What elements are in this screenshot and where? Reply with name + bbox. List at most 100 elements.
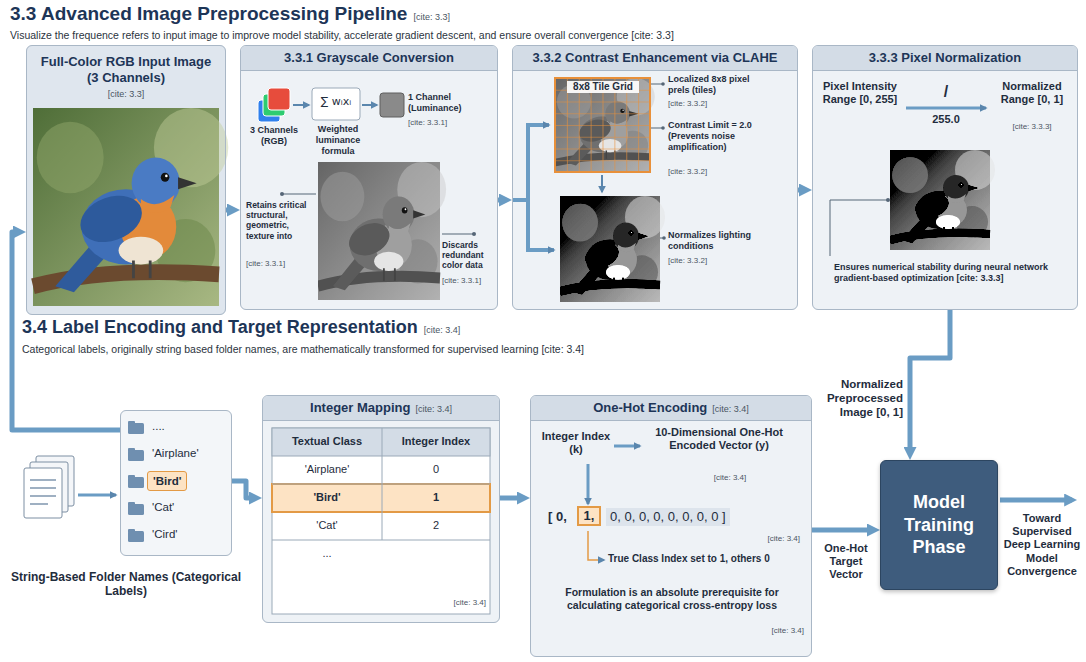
step-note: Integer Index (k): [540, 430, 612, 456]
citation: [cite: 3.3]: [35, 89, 217, 99]
table-cell: 2: [382, 519, 490, 532]
folder-name: 'Cird': [147, 525, 182, 543]
vector-hot-entry: 1,: [577, 506, 601, 526]
table-header: Integer Index: [382, 435, 490, 448]
callout-note: Discards redundant color data: [442, 240, 494, 271]
dataset-art: [128, 531, 144, 542]
table-header: Textual Class: [272, 435, 382, 448]
clahe-step-art: [512, 78, 666, 302]
citation: [cite: 3.4]: [712, 404, 749, 414]
dataset-art: [30, 480, 56, 504]
dataset-art: [128, 477, 144, 488]
grayscale-step-art: [293, 104, 309, 106]
citation: [cite: 3.4]: [400, 598, 486, 608]
citation: [cite: 3.3.1]: [246, 259, 316, 269]
flow-arrow: [798, 188, 806, 193]
formula: ∑ wᵢxᵢ: [312, 95, 360, 108]
section-heading: 3.4 Label Encoding and Target Representa…: [22, 317, 418, 338]
panel-header: One-Hot Encoding[cite: 3.4]: [531, 396, 811, 421]
citation: [cite: 3.3.2]: [668, 256, 768, 266]
table-cell: 1: [382, 491, 490, 504]
citation: [cite: 3.3]: [413, 12, 450, 22]
flow-arrow: [812, 528, 874, 533]
flow-arrow: [910, 310, 950, 454]
dataset-art: [24, 468, 62, 518]
normalization-step-art: [906, 107, 986, 110]
bird-photo: [33, 108, 228, 306]
grayscale-step-art: [472, 232, 476, 236]
clahe-step-art: [661, 126, 665, 130]
grayscale-step-art: [380, 93, 404, 117]
citation: [cite: 3.3.1]: [408, 118, 480, 128]
diagram-title: 3.3 Advanced Image Preprocessing Pipelin…: [10, 3, 407, 25]
clahe-step-art: [512, 125, 549, 200]
one-hot-art: [588, 531, 604, 560]
mapping-table: [272, 428, 490, 614]
dataset-art: [128, 450, 144, 461]
normalization-step-art: [830, 200, 888, 256]
panel-header: 3.3.1 Grayscale Conversion: [241, 46, 497, 71]
grayscale-step-art: [312, 88, 360, 120]
grayscale-step-art: [282, 194, 316, 195]
flow-arrow: [226, 208, 234, 213]
input-panel: Full-Color RGB Input Image (3 Channels) […: [26, 45, 226, 315]
panel-title: Full-Color RGB Input Image (3 Channels): [35, 54, 217, 87]
divisor: 255.0: [921, 113, 971, 126]
table-cell: 'Bird': [272, 491, 382, 504]
folder-name: 'Bird': [147, 471, 187, 491]
citation: [cite: 3.4]: [415, 404, 452, 414]
range-label: Normalized Range [0, 1]: [992, 80, 1072, 106]
citation: [cite: 3.4]: [700, 534, 800, 544]
subtitle: Categorical labels, originally string ba…: [22, 343, 882, 356]
clahe-step-art: [555, 78, 650, 172]
panel-fills: [812, 45, 1078, 310]
folder-name: 'Cat': [147, 498, 179, 516]
table-cell: 0: [382, 463, 490, 476]
bird-photo: [33, 108, 228, 306]
process-panel: Integer Mapping [cite: 3.4]: [262, 395, 500, 623]
panel-title: 3.3.1 Grayscale Conversion: [284, 50, 454, 66]
citation: [cite: 3.3.2]: [668, 167, 772, 177]
flow-arrow: [500, 496, 524, 501]
range-label: Pixel Intensity Range [0, 255]: [818, 80, 902, 106]
flow-arrow: [498, 198, 506, 203]
mapping-table: [272, 484, 490, 512]
heading-row: 3.3 Advanced Image Preprocessing Pipelin…: [10, 3, 450, 25]
table-cell: 'Airplane': [272, 463, 382, 476]
normalization-step-art: [830, 108, 995, 256]
step-note: 10-Dimensional One-Hot Encoded Vector (y…: [644, 426, 794, 452]
dataset-art: [78, 494, 116, 497]
step-note: Weighted luminance formula: [306, 124, 370, 156]
callout-note: Normalizes lighting conditions: [668, 230, 768, 252]
clahe-step-art: [661, 82, 665, 86]
grayscale-step-art: [318, 162, 446, 300]
vector-part: [ 0,: [548, 509, 567, 525]
edge-label: Normalized Preprocessed Image [0, 1]: [815, 378, 903, 419]
panel-header: Integer Mapping [cite: 3.4]: [263, 396, 499, 421]
panel-fills: [262, 395, 500, 623]
grayscale-step-art: [268, 88, 290, 110]
clahe-step-art: [662, 236, 666, 240]
citation: [cite: 3.4]: [424, 325, 461, 335]
table-cell: 'Cat': [272, 519, 382, 532]
callout-note: True Class Index set to 1, others 0: [608, 553, 806, 565]
panel-title: 3.3.2 Contrast Enhancement via CLAHE: [533, 50, 778, 66]
dataset-art: [24, 421, 144, 542]
panel-title: Integer Mapping: [310, 400, 410, 416]
output-arrow: [1000, 500, 1072, 501]
dataset-art: [128, 504, 144, 515]
callout-note: Ensures numerical stability during neura…: [834, 262, 1072, 284]
clahe-step-art: [555, 78, 655, 172]
panel-fills: [120, 410, 232, 556]
folder-list: ....'Airplane''Bird''Cat''Cird': [120, 410, 232, 556]
subtitle: Visualize the frequence refers to input …: [10, 29, 1080, 42]
panel-fills: [512, 45, 798, 310]
callout-note: Retains critical structural, geometric, …: [246, 200, 316, 241]
clahe-step-art: [528, 200, 554, 250]
table-cell: ...: [272, 547, 382, 560]
callout-note: Localized 8x8 pixel prels (tiles): [668, 74, 772, 96]
operator: /: [926, 82, 966, 101]
training-box: Model Training Phase: [880, 460, 998, 590]
citation: [cite: 3.3.1]: [442, 276, 494, 286]
normalization-step-art: [886, 198, 890, 202]
